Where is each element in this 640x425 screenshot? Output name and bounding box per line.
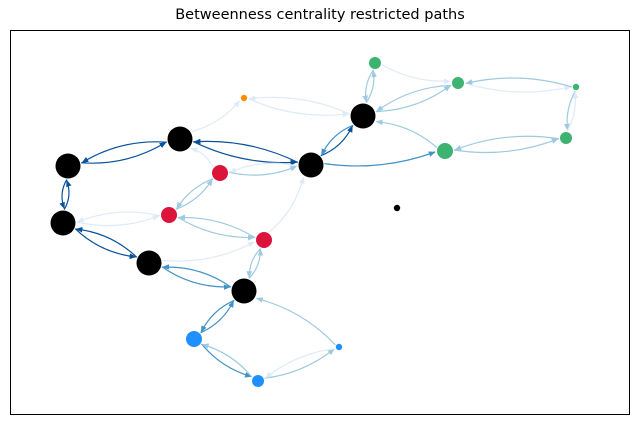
node-S — [335, 343, 343, 351]
node-I — [161, 207, 177, 223]
edge-B-A — [81, 141, 167, 164]
edge-R-Q — [201, 343, 253, 378]
edge-M-F — [376, 84, 452, 112]
edge-S-G — [255, 297, 336, 346]
edge-J-G — [246, 247, 262, 279]
node-K — [240, 94, 248, 102]
node-D — [298, 152, 324, 178]
edge-F-M — [375, 85, 451, 113]
edge-P-O — [453, 138, 559, 154]
node-G — [231, 278, 257, 304]
node-T — [393, 204, 401, 212]
node-N — [572, 83, 580, 91]
edge-L-M — [381, 64, 451, 85]
edge-I-J — [177, 216, 255, 241]
edge-layer — [59, 64, 579, 379]
node-L — [369, 57, 381, 69]
edge-D-H — [229, 162, 298, 173]
edge-N-M — [465, 77, 572, 88]
node-J — [256, 232, 272, 248]
edge-G-E — [162, 264, 232, 288]
edge-B-D — [192, 141, 298, 166]
edge-C-A — [63, 179, 72, 210]
edge-D-B — [193, 138, 299, 163]
edge-A-B — [81, 141, 167, 164]
edge-F-K — [248, 95, 350, 115]
edge-J-D — [268, 176, 305, 233]
edge-Q-G — [200, 300, 235, 334]
edge-O-N — [566, 91, 579, 132]
edge-C-E — [74, 228, 137, 260]
edge-C-I — [76, 215, 160, 227]
edge-E-G — [161, 266, 231, 290]
node-C — [50, 210, 76, 236]
diagram-title: Betweenness centrality restricted paths — [175, 7, 465, 23]
edge-E-J — [162, 241, 255, 262]
node-H — [212, 165, 228, 181]
edge-F-D — [321, 124, 354, 156]
edge-L-F — [362, 69, 374, 103]
node-O — [560, 132, 572, 144]
node-E — [136, 250, 162, 276]
edge-A-C — [59, 179, 68, 210]
plot-frame — [10, 30, 630, 415]
edge-S-R — [264, 348, 336, 379]
node-A — [55, 153, 81, 179]
edge-H-D — [228, 165, 298, 176]
edge-E-C — [75, 226, 138, 258]
node-P — [437, 143, 453, 159]
edge-P-F — [375, 119, 438, 148]
node-Q — [186, 331, 202, 347]
node-F — [350, 103, 376, 129]
node-layer — [50, 57, 580, 387]
edge-H-B — [190, 147, 214, 168]
node-M — [452, 77, 464, 89]
edge-M-N — [464, 82, 572, 93]
edge-B-K — [191, 100, 241, 133]
edge-I-C — [76, 211, 161, 223]
edge-K-F — [247, 98, 350, 118]
edge-H-I — [176, 178, 214, 210]
edge-D-P — [324, 151, 436, 167]
edge-O-P — [454, 135, 560, 151]
node-R — [252, 375, 264, 387]
edge-J-I — [178, 214, 256, 239]
node-B — [167, 126, 193, 152]
